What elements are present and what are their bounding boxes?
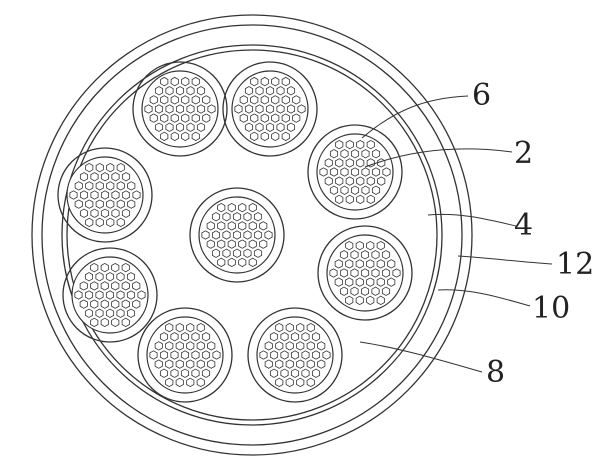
label-12: 12 (556, 247, 594, 282)
part-labels: 6 2 4 12 10 8 (472, 78, 594, 390)
leader-line-4 (427, 213, 517, 227)
conductor-strand (189, 187, 285, 283)
conductor-strand (62, 247, 158, 343)
outer-ring (31, 14, 473, 456)
conductor-strand (132, 61, 228, 157)
strand-insulation (57, 147, 153, 243)
wire-pattern (329, 240, 401, 306)
conductor-strand (247, 307, 343, 403)
wire-pattern (149, 322, 221, 388)
wire-pattern (259, 322, 331, 388)
conductor-strand (317, 225, 413, 321)
strand-core (326, 234, 404, 312)
wire-pattern (69, 162, 141, 228)
strand-core (141, 70, 219, 148)
strand-core (316, 133, 394, 211)
label-8: 8 (486, 355, 505, 390)
leader-line-8 (359, 341, 483, 373)
conductor-strands (57, 61, 413, 403)
conductor-strand (57, 147, 153, 243)
leader-lines (359, 95, 553, 373)
wire-pattern (201, 202, 273, 268)
leader-line-12 (457, 255, 553, 265)
strand-core (146, 316, 224, 394)
strand-insulation (222, 61, 318, 157)
wire-pattern (234, 76, 306, 142)
label-4: 4 (514, 208, 533, 243)
label-2: 2 (514, 136, 533, 171)
label-6: 6 (472, 78, 491, 113)
strand-core (256, 316, 334, 394)
conductor-strand (222, 61, 318, 157)
outer-sheath (31, 14, 473, 456)
conductor-strand (307, 124, 403, 220)
third-ring (61, 44, 443, 426)
wire-pattern (319, 139, 391, 205)
leader-line-10 (437, 289, 531, 307)
wire-pattern (144, 76, 216, 142)
strand-insulation (137, 307, 233, 403)
strand-core (71, 256, 149, 334)
strand-insulation (62, 247, 158, 343)
conductor-strand (137, 307, 233, 403)
strand-core (231, 70, 309, 148)
strand-insulation (307, 124, 403, 220)
leader-line-2 (364, 148, 513, 168)
wire-pattern (74, 262, 146, 328)
inner-ring (66, 49, 438, 421)
strand-insulation (317, 225, 413, 321)
strand-insulation (132, 61, 228, 157)
strand-core (198, 196, 276, 274)
strand-insulation (247, 307, 343, 403)
strand-core (66, 156, 144, 234)
strand-insulation (189, 187, 285, 283)
second-ring (41, 24, 463, 446)
leader-line-6 (361, 95, 469, 139)
label-10: 10 (532, 291, 570, 326)
